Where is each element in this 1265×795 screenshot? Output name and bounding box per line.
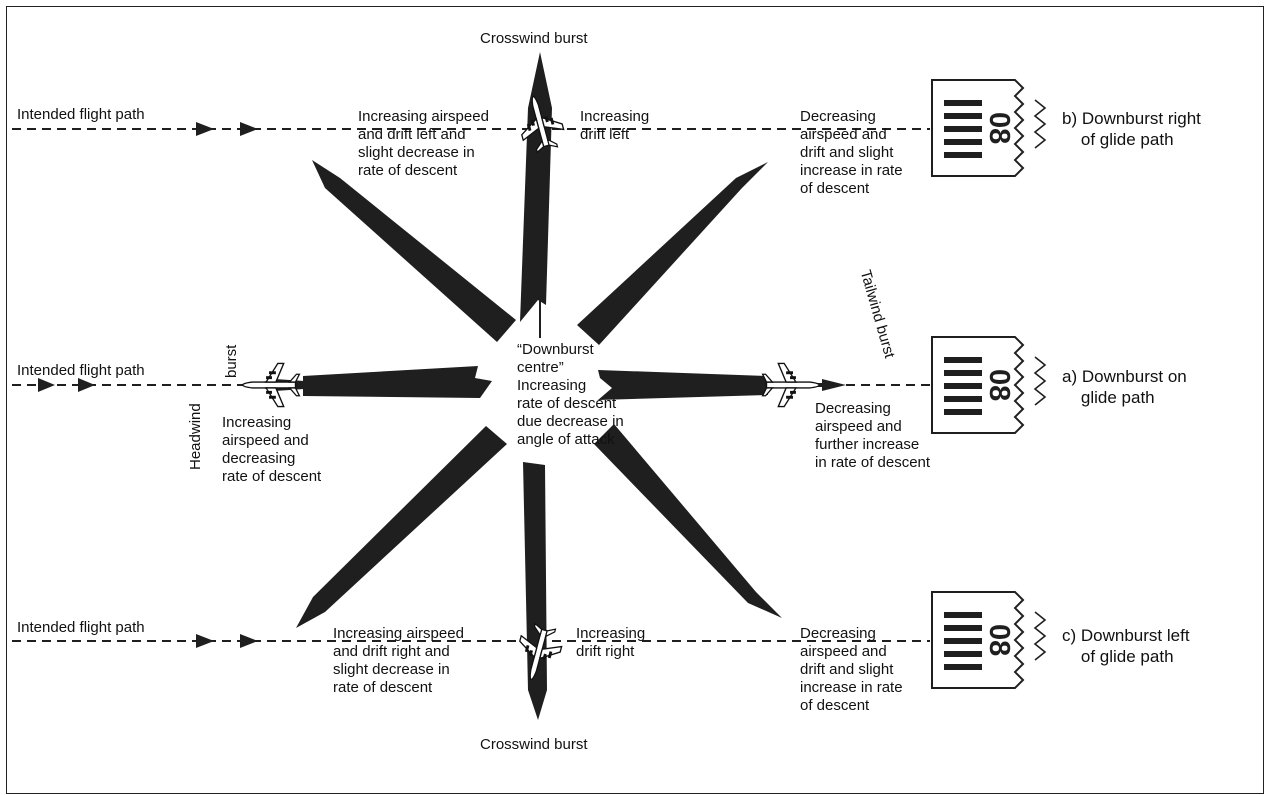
outflow-up <box>520 52 552 322</box>
runway-middle-number: 08 <box>983 369 1015 401</box>
outflow-left <box>303 366 492 398</box>
outflow-up-right <box>577 162 768 345</box>
outflow-right <box>598 370 768 400</box>
case-b-label: b) Downburst right of glide path <box>1062 109 1201 149</box>
runway-top-number: 08 <box>983 112 1015 144</box>
flight-path-top <box>12 122 930 136</box>
crosswind-burst-bottom-label: Crosswind burst <box>480 736 588 753</box>
flight-path-bottom <box>12 634 930 648</box>
top-right-effect-label: Decreasing airspeed and drift and slight… <box>800 108 903 197</box>
downburst-centre-label: “Downburst centre” Increasing rate of de… <box>517 341 624 448</box>
intended-path-label-bottom: Intended flight path <box>17 619 145 636</box>
top-left-effect-label: Increasing airspeed and drift left and s… <box>358 108 489 179</box>
flight-path-middle <box>12 378 930 392</box>
headwind-burst-word-burst: burst <box>223 344 240 378</box>
case-a-label: a) Downburst on glide path <box>1062 367 1187 407</box>
intended-path-label-middle: Intended flight path <box>17 362 145 379</box>
outflow-up-left <box>312 160 516 342</box>
outflow-down-right <box>594 424 782 618</box>
diagram-frame <box>6 6 1264 794</box>
middle-left-effect-label: Increasing airspeed and decreasing rate … <box>222 414 322 485</box>
outflow-down <box>523 462 547 720</box>
aircraft-left-icon <box>241 362 301 408</box>
outflow-down-left <box>296 426 507 628</box>
runway-bottom-number: 08 <box>983 624 1015 656</box>
middle-right-effect-label: Decreasing airspeed and further increase… <box>815 400 931 471</box>
bottom-mid-effect-label: Increasing drift right <box>576 625 646 660</box>
top-mid-effect-label: Increasing drift left <box>580 108 650 143</box>
headwind-burst-word-headwind: Headwind <box>187 403 204 470</box>
bottom-left-effect-label: Increasing airspeed and drift right and … <box>333 625 464 696</box>
bottom-right-effect-label: Decreasing airspeed and drift and slight… <box>800 625 903 714</box>
intended-path-label-top: Intended flight path <box>17 106 145 123</box>
case-c-label: c) Downburst left of glide path <box>1062 626 1190 666</box>
crosswind-burst-top-label: Crosswind burst <box>480 30 588 47</box>
